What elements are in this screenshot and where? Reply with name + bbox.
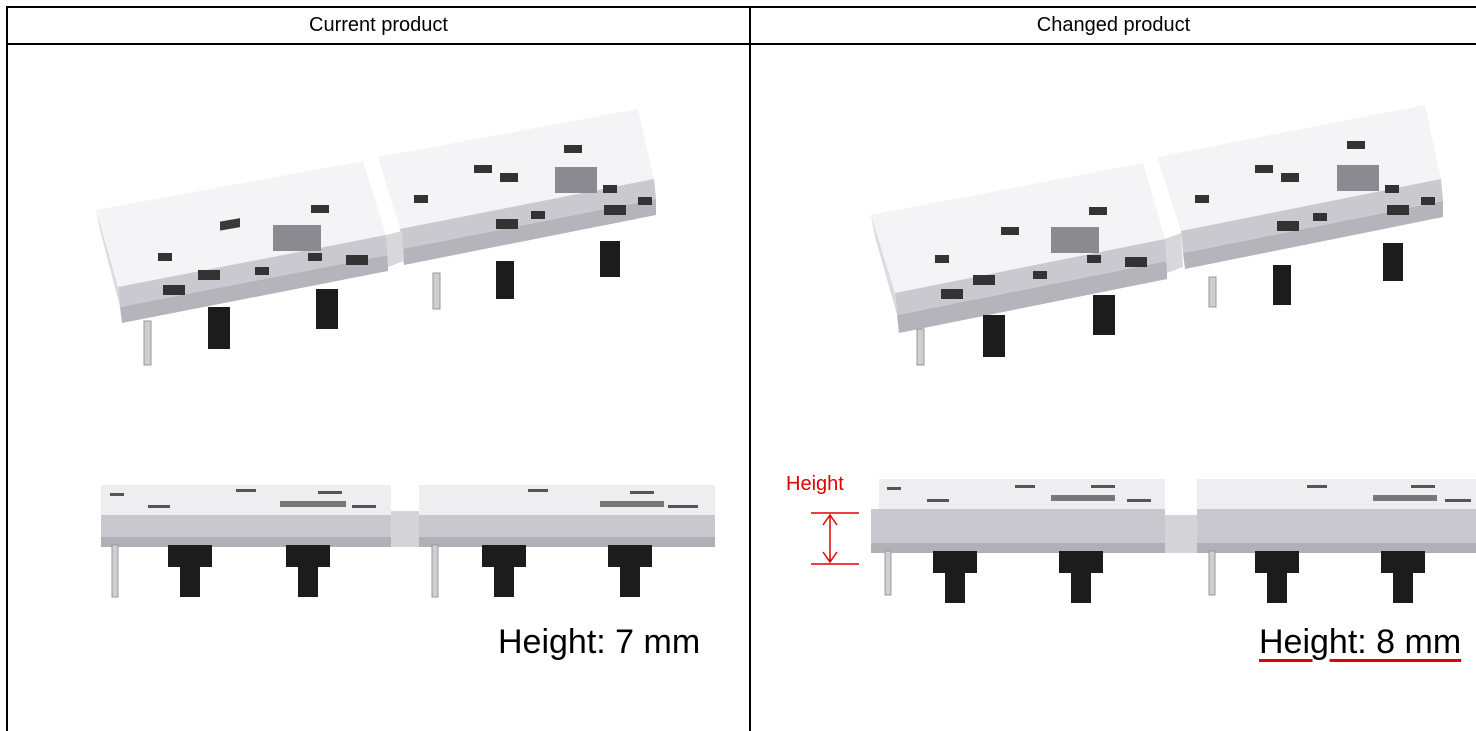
header-changed-product: Changed product (749, 6, 1476, 45)
current-product-image (96, 109, 715, 598)
current-height-text: Height: 7 mm (498, 623, 701, 661)
height-dimension-arrow (811, 512, 859, 565)
header-row: Current product Changed product (6, 6, 1476, 45)
current-product-cell: Height: 7 mm (6, 44, 751, 731)
height-annotation-label: Height (786, 473, 844, 495)
changed-product-image (811, 105, 1476, 603)
comparison-table: Current product Changed product (6, 6, 1476, 731)
changed-isometric-view (871, 105, 1443, 366)
current-side-view (101, 485, 715, 598)
header-current-product: Current product (6, 6, 751, 45)
content-row: Height: 7 mm (6, 44, 1476, 731)
changed-side-view (871, 479, 1476, 603)
changed-height-text: Height: 8 mm (1259, 623, 1462, 661)
changed-product-cell: Height Height: 8 mm (749, 44, 1476, 731)
current-isometric-view (96, 109, 656, 366)
